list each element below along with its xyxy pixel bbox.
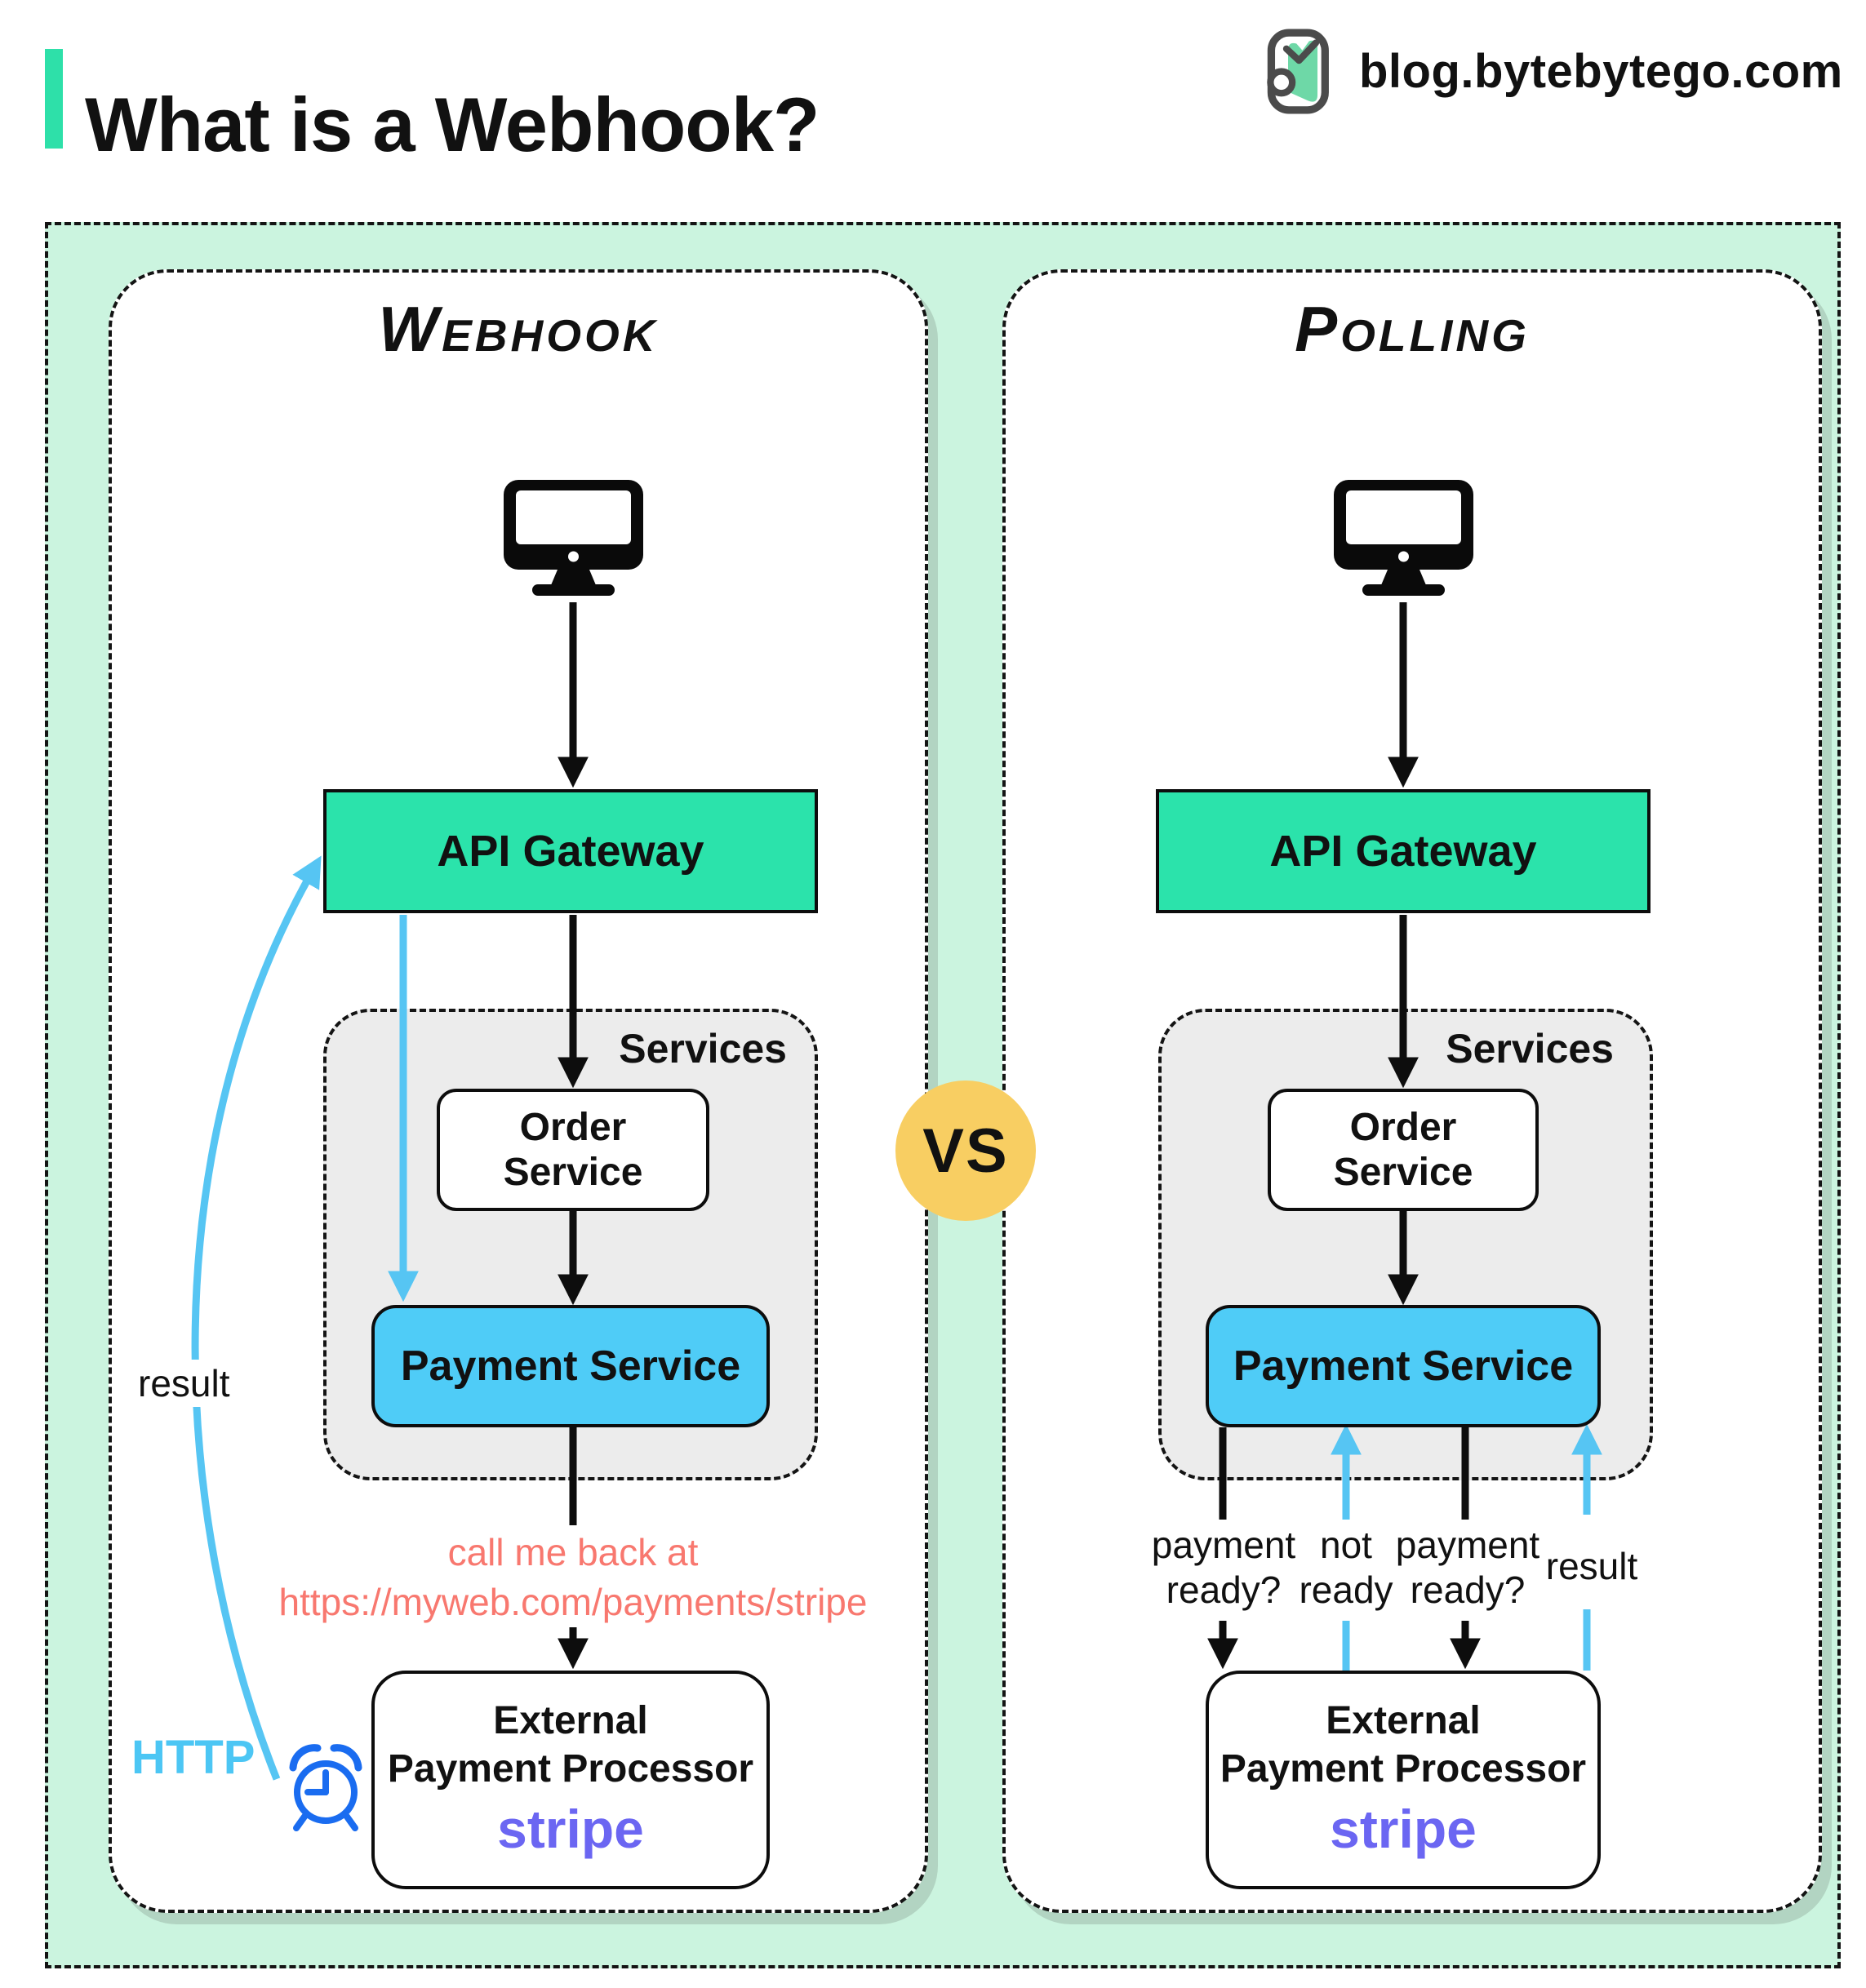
poll-result-label: result xyxy=(1545,1545,1638,1587)
arrow-result-callback-curve xyxy=(191,855,322,1781)
external-line2: Payment Processor xyxy=(1220,1746,1587,1791)
result-label: result xyxy=(130,1360,238,1407)
order-service-box: Order Service xyxy=(437,1089,709,1211)
webhook-panel-title: Webhook xyxy=(378,293,659,365)
services-group-label: Services xyxy=(619,1026,787,1072)
alarm-clock-icon xyxy=(289,1744,362,1831)
poll-reply1-line1: not xyxy=(1320,1524,1372,1566)
external-line2: Payment Processor xyxy=(387,1746,754,1791)
desktop-computer-icon xyxy=(504,480,643,596)
bytebytego-logo-icon xyxy=(1267,29,1329,113)
poll-ask2-line1: payment xyxy=(1395,1524,1540,1566)
brand: blog.bytebytego.com xyxy=(1264,23,1843,119)
http-label: HTTP xyxy=(131,1731,255,1784)
poll-ask2-label: payment ready? xyxy=(1370,1523,1566,1613)
poll-reply1-label: not ready xyxy=(1277,1523,1415,1613)
order-service-line2: Service xyxy=(1333,1151,1473,1194)
webhook-panel: Webhook xyxy=(109,269,928,1913)
order-service-line1: Order xyxy=(519,1105,627,1149)
api-gateway-box: API Gateway xyxy=(1156,789,1651,913)
vs-badge: VS xyxy=(895,1081,1036,1221)
api-gateway-label: API Gateway xyxy=(437,827,704,876)
stripe-wordmark: stripe xyxy=(1330,1799,1477,1860)
poll-ask1-line1: payment xyxy=(1151,1524,1296,1566)
poll-ask1-line2: ready? xyxy=(1166,1569,1282,1612)
external-line1: External xyxy=(493,1699,648,1743)
payment-service-label: Payment Service xyxy=(1233,1342,1574,1390)
poll-reply1-line2: ready xyxy=(1299,1569,1393,1612)
callback-line1: call me back at xyxy=(447,1531,699,1573)
api-gateway-box: API Gateway xyxy=(323,789,818,913)
order-service-box: Order Service xyxy=(1268,1089,1539,1211)
stripe-wordmark: stripe xyxy=(497,1799,644,1860)
external-payment-processor-box: External Payment Processor stripe xyxy=(371,1671,770,1889)
external-payment-processor-box: External Payment Processor stripe xyxy=(1206,1671,1601,1889)
payment-service-box: Payment Service xyxy=(371,1305,770,1427)
title-accent-bar xyxy=(45,49,63,149)
payment-service-label: Payment Service xyxy=(400,1342,741,1390)
callback-url: https://myweb.com/payments/stripe xyxy=(278,1580,868,1623)
order-service-line1: Order xyxy=(1349,1105,1457,1149)
polling-panel-title: Polling xyxy=(1295,293,1530,365)
poll-ask2-line2: ready? xyxy=(1410,1569,1526,1612)
services-group-label: Services xyxy=(1446,1026,1614,1072)
poll-ask1-label: payment ready? xyxy=(1122,1523,1326,1613)
external-line1: External xyxy=(1326,1699,1481,1743)
site-label: blog.bytebytego.com xyxy=(1359,44,1843,98)
polling-panel: Polling xyxy=(1002,269,1822,1913)
callback-url-annotation: call me back at https://myweb.com/paymen… xyxy=(206,1528,940,1626)
order-service-line2: Service xyxy=(503,1151,643,1194)
payment-service-box: Payment Service xyxy=(1206,1305,1601,1427)
page-title: What is a Webhook? xyxy=(85,81,820,167)
api-gateway-label: API Gateway xyxy=(1269,827,1537,876)
desktop-computer-icon xyxy=(1334,480,1473,596)
